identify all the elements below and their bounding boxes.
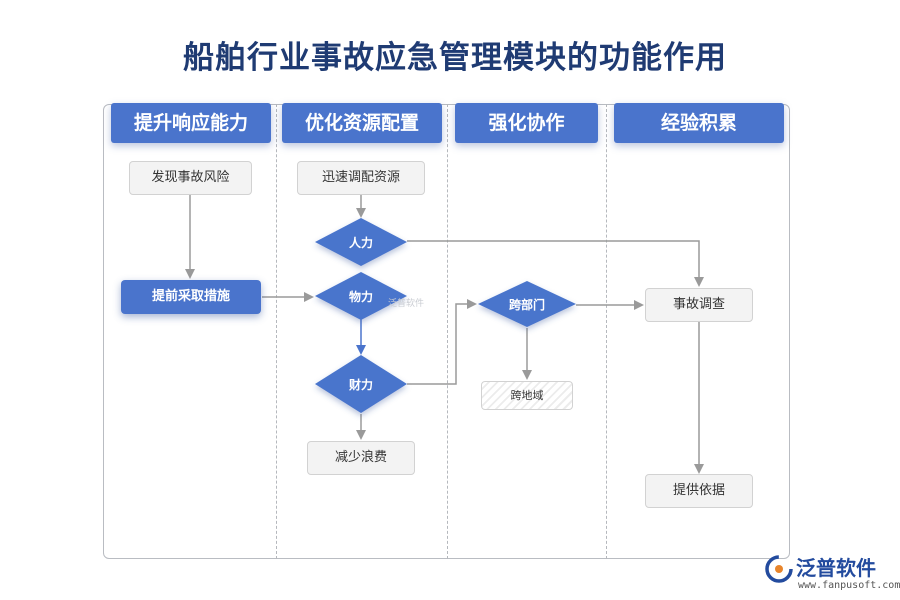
- logo-url: www.fanpusoft.com: [798, 580, 900, 591]
- arrow-finance-to-crossdept: [407, 299, 477, 385]
- logo-name: 泛普软件: [796, 556, 876, 580]
- lane-divider: [276, 104, 277, 559]
- lane-header-experience: 经验积累: [614, 103, 784, 143]
- node-provide-basis: 提供依据: [645, 474, 753, 508]
- lane-divider: [447, 104, 448, 559]
- node-reduce-waste: 减少浪费: [307, 441, 415, 475]
- node-investigation: 事故调查: [645, 288, 753, 322]
- diamond-material: [315, 272, 407, 320]
- diamond-finance: [315, 355, 407, 413]
- node-cross-region: 跨地域: [481, 381, 573, 410]
- diagram-title: 船舶行业事故应急管理模块的功能作用: [183, 40, 727, 76]
- lane-header-response: 提升响应能力: [111, 103, 271, 143]
- lane-header-resources: 优化资源配置: [282, 103, 442, 143]
- watermark: 泛普软件: [388, 299, 425, 309]
- lane-divider: [606, 104, 607, 559]
- diamond-manpower: [315, 218, 407, 266]
- lane-header-collaboration: 强化协作: [455, 103, 598, 143]
- logo-icon: [765, 555, 793, 583]
- arrow-manpower-to-investigation: [407, 240, 704, 287]
- node-discover-risk: 发现事故风险: [129, 161, 252, 195]
- node-take-measures: 提前采取措施: [121, 280, 261, 314]
- swimlane-frame: [103, 104, 790, 559]
- brand-logo: 泛普软件 www.fanpusoft.com: [762, 552, 900, 596]
- node-dispatch-resources: 迅速调配资源: [297, 161, 425, 195]
- diamond-cross-department: [478, 281, 576, 327]
